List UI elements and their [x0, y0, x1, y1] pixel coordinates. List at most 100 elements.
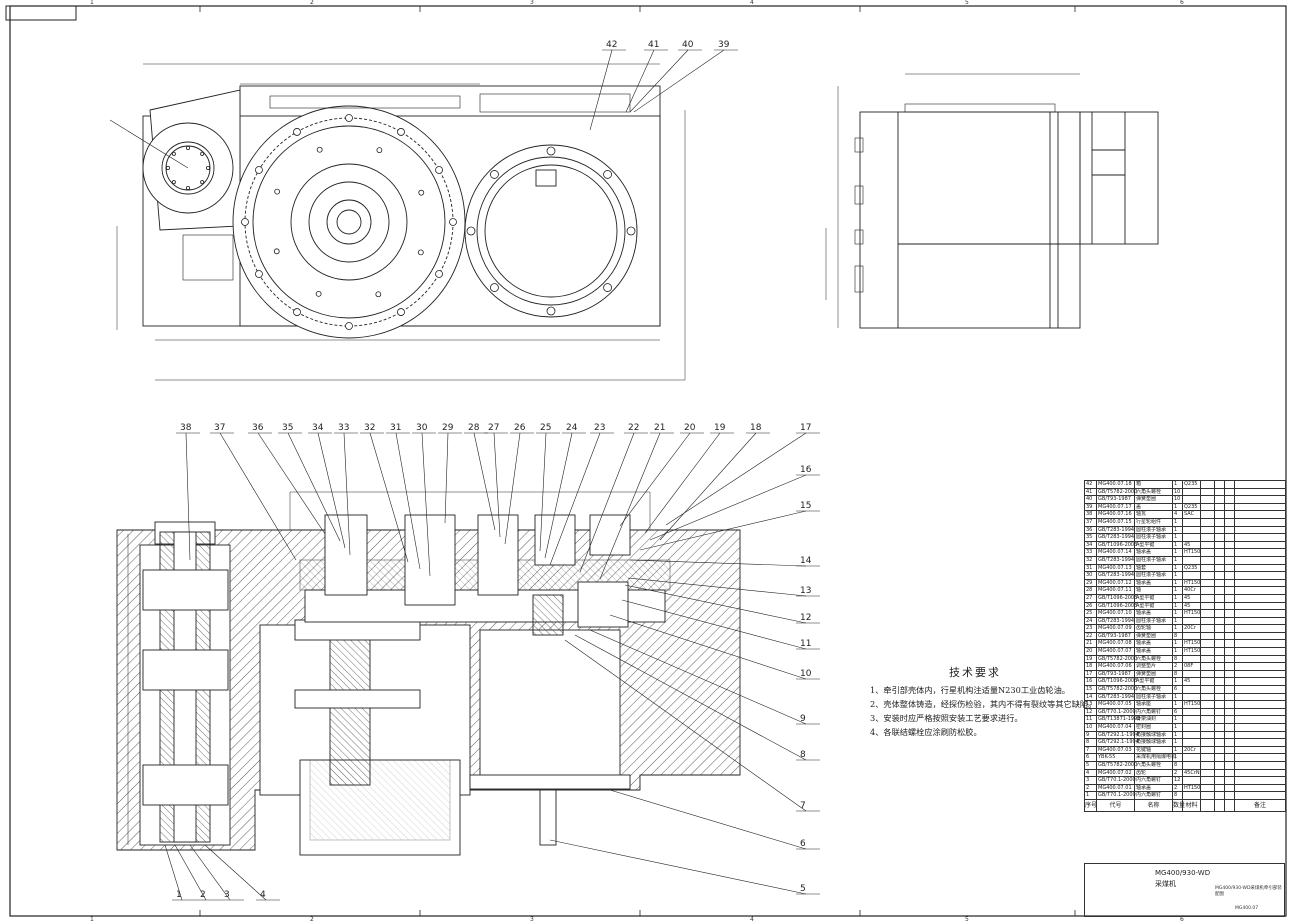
- table-cell: [1215, 724, 1225, 732]
- part-balloon: 8: [800, 750, 806, 760]
- table-cell: [1215, 541, 1225, 550]
- table-cell: 7: [1085, 746, 1097, 755]
- table-cell: 35: [1085, 534, 1097, 542]
- table-cell: [1215, 610, 1225, 618]
- zone-number-bottom: 3: [530, 916, 534, 922]
- balloon-leader: [539, 432, 547, 552]
- table-cell: [1201, 746, 1215, 755]
- table-cell: 37: [1085, 518, 1097, 527]
- balloon-leader: [609, 789, 807, 850]
- part-balloon: 36: [252, 423, 264, 433]
- header-cell: 序号: [1085, 799, 1097, 812]
- table-cell: [1201, 488, 1215, 497]
- table-cell: 2: [1173, 769, 1183, 778]
- table-cell: [1215, 481, 1225, 489]
- balloon-leader: [444, 432, 449, 524]
- table-cell: MG400.07.13: [1097, 564, 1135, 573]
- table-cell: [1225, 541, 1235, 550]
- table-cell: GB/T13871-1992: [1097, 716, 1141, 724]
- table-cell: [1215, 518, 1225, 527]
- table-cell: Q235: [1183, 481, 1201, 489]
- table-cell: 1: [1173, 731, 1183, 740]
- table-cell: MG400.07.09: [1097, 625, 1135, 633]
- table-cell: GB/T292.1-1994: [1097, 739, 1139, 747]
- balloon-leader: [627, 577, 807, 597]
- part-balloon: 10: [800, 669, 812, 679]
- table-cell: 19: [1085, 655, 1097, 664]
- table-cell: 圆柱滚子轴承: [1135, 572, 1173, 580]
- table-cell: 6: [1173, 708, 1183, 717]
- part-balloon: 11: [800, 639, 811, 649]
- table-cell: [1215, 708, 1225, 717]
- header-cell: [1225, 799, 1235, 812]
- bolt-hole: [315, 290, 322, 297]
- table-cell: [1235, 503, 1286, 512]
- table-cell: HT150: [1183, 579, 1201, 588]
- table-cell: A型平键: [1135, 594, 1173, 603]
- table-cell: [1235, 556, 1286, 565]
- table-cell: [1215, 686, 1225, 694]
- table-cell: 9: [1085, 731, 1097, 740]
- table-cell: [1201, 579, 1215, 588]
- table-cell: 33: [1085, 549, 1097, 557]
- table-cell: MG400.07.14: [1097, 549, 1135, 557]
- balloon-leader: [564, 639, 807, 812]
- table-cell: [1201, 496, 1215, 504]
- bolt-hole: [274, 188, 281, 195]
- table-cell: [1215, 739, 1225, 747]
- title-block-number: MG400.07: [1235, 906, 1259, 911]
- table-cell: 11: [1085, 716, 1097, 724]
- part-balloon: 7: [800, 801, 806, 811]
- table-cell: [1201, 761, 1215, 770]
- part-balloon: 20: [684, 423, 696, 433]
- table-cell: 29: [1085, 579, 1097, 588]
- balloon-leader: [504, 432, 521, 545]
- table-cell: 1: [1173, 617, 1183, 626]
- table-cell: 08F: [1183, 663, 1201, 671]
- part-balloon: 29: [442, 423, 454, 433]
- table-cell: 弹簧垫圈: [1135, 496, 1173, 504]
- table-cell: [1183, 496, 1201, 504]
- table-cell: 12: [1085, 708, 1097, 717]
- table-cell: 36: [1085, 526, 1097, 535]
- header-cell: 名称: [1135, 799, 1173, 812]
- bolt-hole: [293, 308, 301, 316]
- table-cell: 28: [1085, 587, 1097, 595]
- table-cell: 1: [1173, 640, 1183, 649]
- table-cell: [1215, 617, 1225, 626]
- table-cell: 1: [1173, 625, 1183, 633]
- table-cell: GB/T283-1994: [1097, 617, 1135, 626]
- table-cell: [1235, 594, 1286, 603]
- table-cell: [1215, 640, 1225, 649]
- table-cell: A型平键: [1135, 541, 1173, 550]
- table-cell: [1201, 670, 1215, 679]
- table-cell: 30: [1085, 572, 1097, 580]
- part-balloon: 39: [718, 40, 730, 50]
- table-cell: [1215, 579, 1225, 588]
- header-cell: 数量: [1173, 799, 1185, 812]
- part-balloon: 30: [416, 423, 428, 433]
- table-cell: [1235, 625, 1286, 633]
- table-cell: [1235, 708, 1286, 717]
- table-cell: [1225, 496, 1235, 504]
- table-cell: [1225, 663, 1235, 671]
- table-cell: 2: [1173, 784, 1183, 793]
- table-cell: [1235, 587, 1286, 595]
- bolt-hole: [345, 322, 353, 330]
- table-cell: GB/T283-1994: [1097, 556, 1135, 565]
- table-cell: [1215, 594, 1225, 603]
- bolt-hole: [449, 218, 457, 226]
- table-cell: [1183, 716, 1201, 724]
- table-cell: 角接触球轴承: [1135, 739, 1173, 747]
